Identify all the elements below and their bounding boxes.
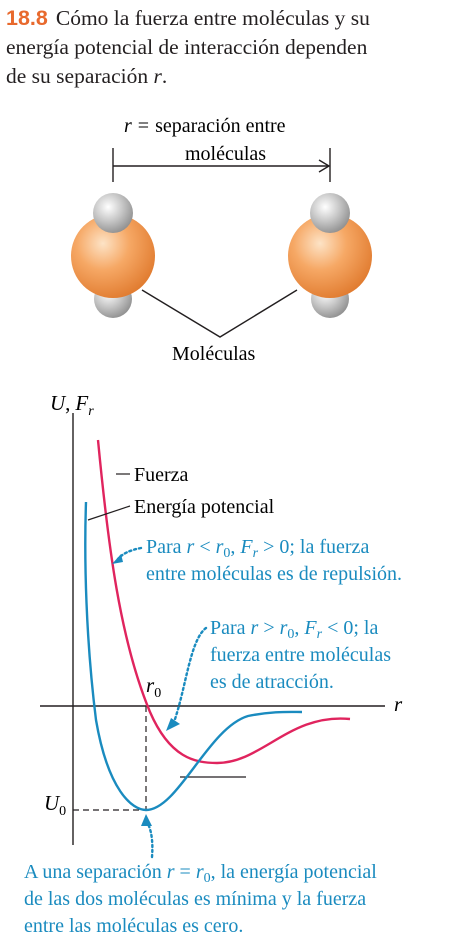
r0-label: r0 — [146, 673, 161, 701]
separation-line1: separación entre — [155, 115, 286, 137]
sub: r — [253, 546, 259, 561]
legend-leaders — [87, 473, 131, 521]
note-attraction-line1: Para r > r0, Fr < 0; la — [210, 617, 378, 642]
caption-line-2: energía potencial de interacción depende… — [6, 35, 368, 59]
sub: 0 — [287, 627, 294, 642]
potential-curve — [84, 501, 303, 812]
note-repulsion-line2: entre moléculas es de repulsión. — [146, 563, 402, 585]
U0-label: U0 — [44, 791, 66, 819]
txt: , — [230, 536, 240, 558]
caption-line-1: 18.8 Cómo la fuerza entre moléculas y su — [6, 4, 449, 33]
txt: , la energía potencial — [211, 861, 378, 883]
note-attraction-line3: es de atracción. — [210, 671, 334, 693]
separation-var: r — [124, 115, 132, 137]
separation-eq: = — [138, 115, 149, 137]
r0-label-sub: 0 — [154, 686, 161, 701]
var-F: F — [303, 617, 317, 639]
caption-line-3: de su separación r. — [6, 62, 449, 91]
force-curve — [96, 439, 351, 765]
legend-potential: Energía potencial — [134, 496, 275, 518]
legend-force: Fuerza — [134, 464, 189, 486]
separation-arrow — [112, 148, 331, 182]
note-attraction: Para r > r0, Fr < 0; la fuerza entre mol… — [210, 617, 396, 693]
txt: < — [194, 536, 215, 558]
sub: 0 — [204, 871, 211, 886]
txt: Para — [146, 536, 187, 558]
sub: r — [317, 627, 323, 642]
var-r: r — [251, 617, 259, 639]
bottom-arrowhead — [141, 814, 152, 826]
molecule-right — [288, 193, 372, 318]
txt: < 0; la — [322, 617, 378, 639]
graph-axes — [40, 413, 385, 845]
var-r0: r — [280, 617, 288, 639]
y-label-F: F — [74, 391, 88, 415]
txt: Para — [210, 617, 251, 639]
U0-label-sub: 0 — [59, 804, 66, 819]
caption-period: . — [161, 64, 168, 88]
var-r: r — [167, 861, 175, 883]
y-axis-label: U,Fr — [50, 391, 94, 419]
molecules-label: Moléculas — [172, 343, 256, 365]
y-label-F-sub: r — [88, 404, 94, 419]
txt: = — [175, 861, 196, 883]
note-bottom-line1: A una separación r = r0, la energía pote… — [24, 861, 377, 886]
txt: A una separación — [24, 861, 167, 883]
caption-text-1: Cómo la fuerza entre moléculas y su — [55, 6, 370, 30]
sub: 0 — [223, 546, 230, 561]
note-attraction-line2: fuerza entre moléculas — [210, 644, 391, 666]
note-arrows — [116, 546, 208, 859]
txt: > 0; la fuerza — [258, 536, 369, 558]
repulsion-arrowhead — [112, 554, 123, 564]
txt: , — [294, 617, 304, 639]
molecule-left — [71, 193, 155, 318]
separation-label-line2: moléculas — [185, 143, 266, 165]
x-axis-label: r — [394, 692, 403, 716]
var-r0: r — [216, 536, 224, 558]
note-bottom-line3: entre las moléculas es cero. — [24, 915, 243, 937]
separation-label: r = separación entre — [124, 115, 286, 137]
r0-label-r: r — [146, 673, 155, 697]
atom-big — [71, 214, 155, 298]
var-F: F — [239, 536, 253, 558]
molecules-pointer — [141, 289, 298, 338]
bottom-arrow — [146, 822, 154, 859]
atom-small-top — [93, 193, 133, 233]
y-label-U: U — [50, 391, 67, 415]
attraction-arrowhead — [166, 718, 180, 731]
note-bottom-line2: de las dos moléculas es mínima y la fuer… — [24, 888, 366, 910]
atom-big — [288, 214, 372, 298]
potential-leader — [87, 505, 131, 521]
caption-text-3: de su separación — [6, 64, 154, 88]
y-label-sep: , — [65, 391, 70, 415]
attraction-arrow — [172, 626, 208, 724]
guides — [73, 706, 147, 811]
note-repulsion-line1: Para r < r0, Fr > 0; la fuerza — [146, 536, 369, 561]
note-repulsion: Para r < r0, Fr > 0; la fuerza entre mol… — [146, 536, 402, 585]
figure-number: 18.8 — [6, 6, 48, 30]
txt: > — [258, 617, 279, 639]
var-r: r — [187, 536, 195, 558]
var-r0: r — [196, 861, 204, 883]
U0-label-U: U — [44, 791, 61, 815]
caption-var-r: r — [153, 64, 162, 88]
note-bottom: A una separación r = r0, la energía pote… — [24, 861, 382, 937]
atom-small-top — [310, 193, 350, 233]
arrowheads — [112, 554, 180, 826]
